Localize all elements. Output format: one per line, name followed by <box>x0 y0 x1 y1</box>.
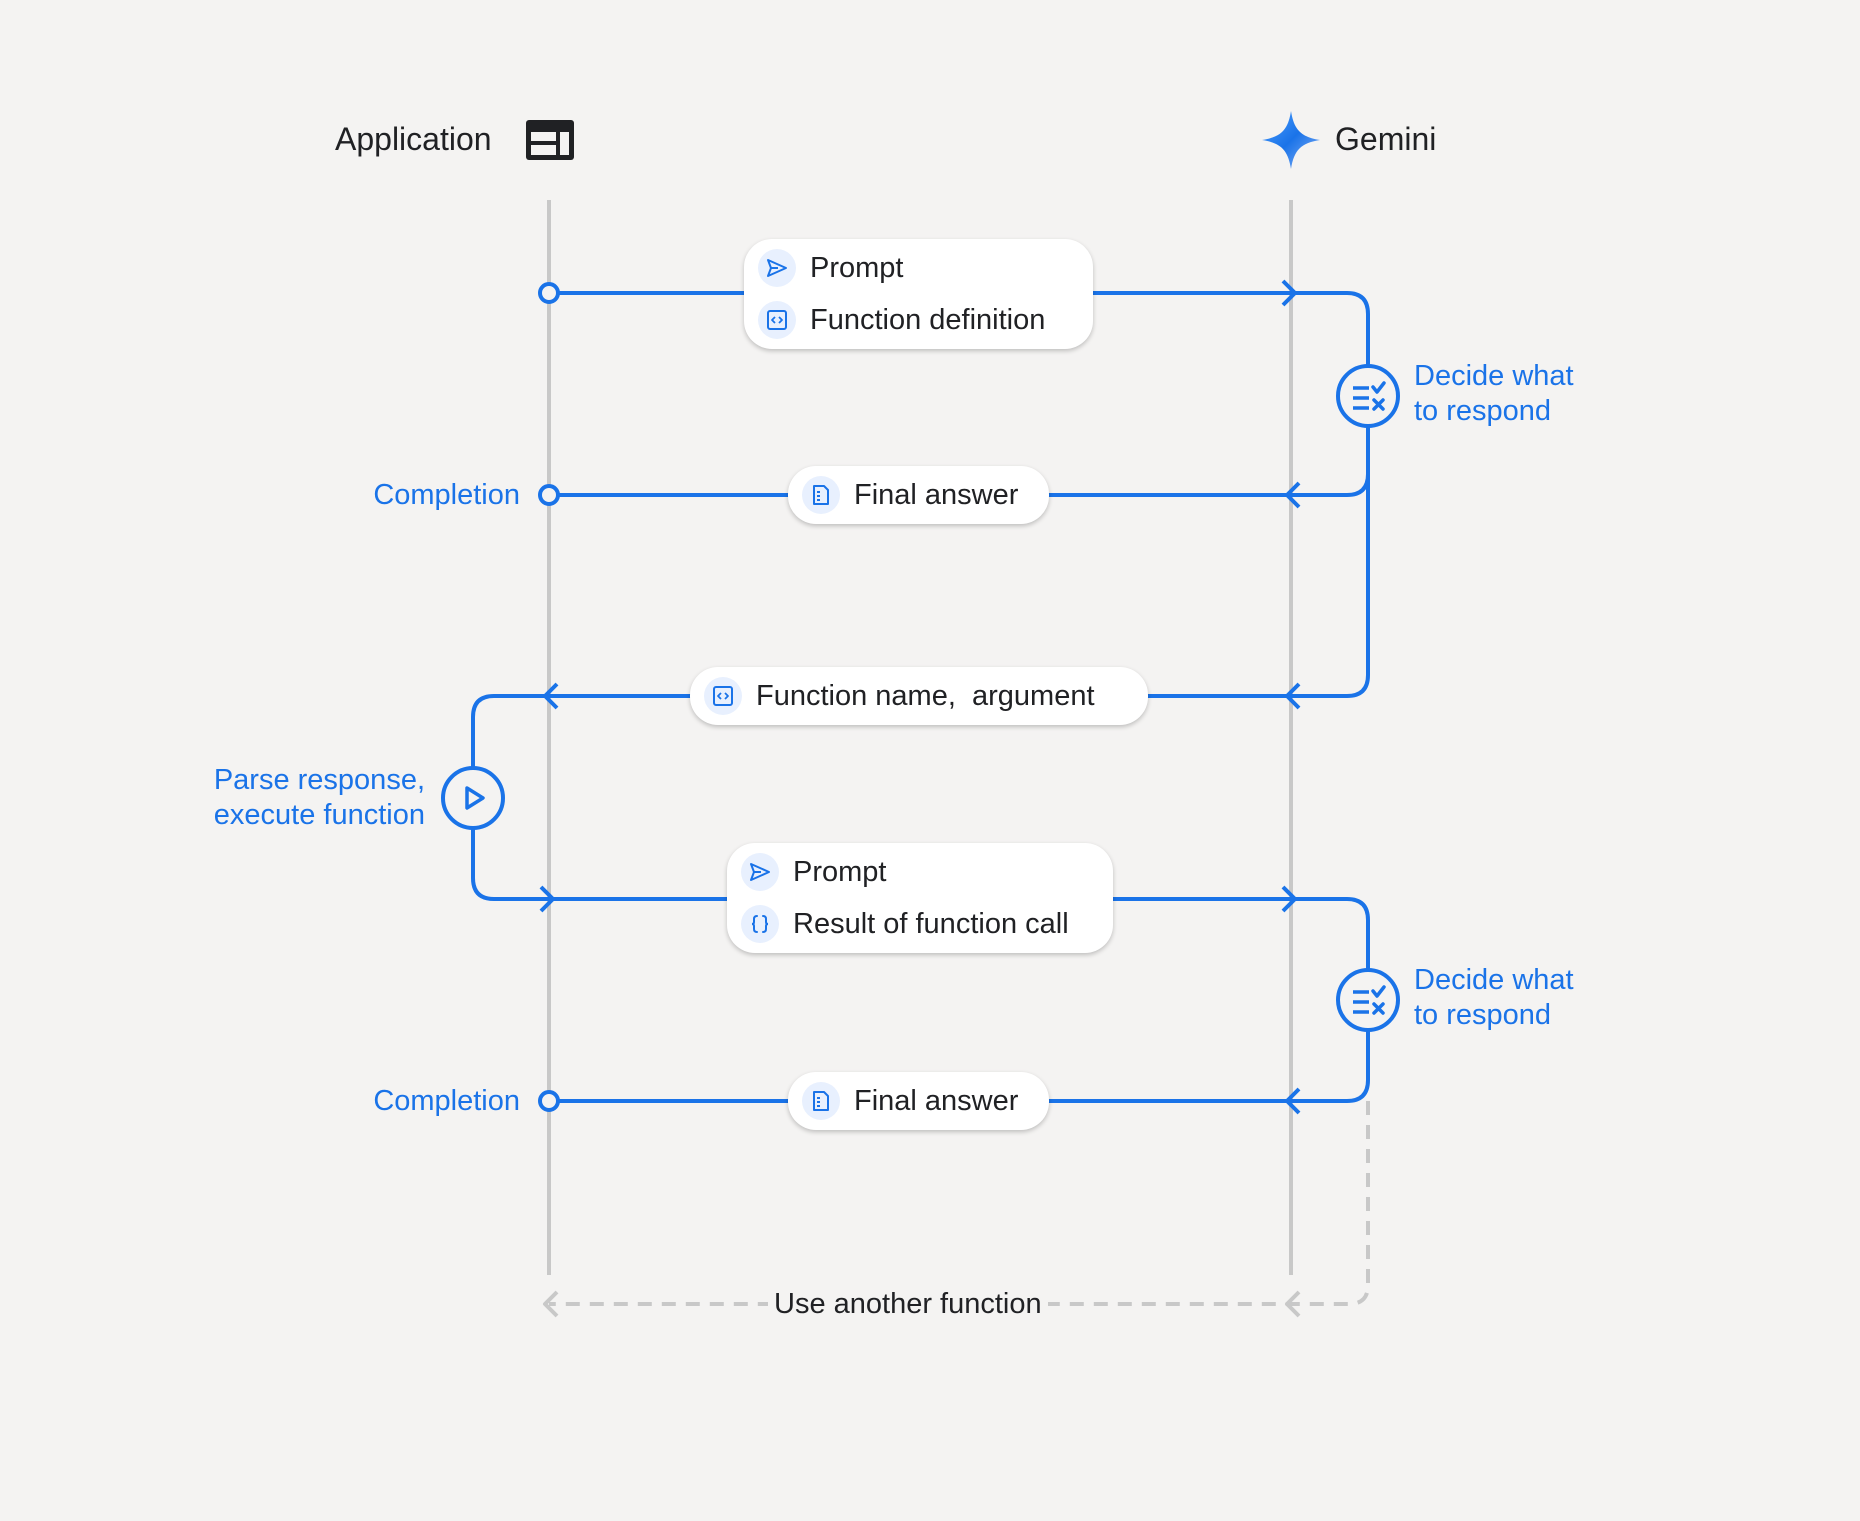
use-another-function-label: Use another function <box>768 1287 1048 1321</box>
start-dot-1 <box>538 282 560 304</box>
completion-dot-2 <box>538 1090 560 1112</box>
pill-row-prompt-2: Prompt <box>741 846 1087 898</box>
function-name-argument-pill: Function name, argument <box>690 667 1148 725</box>
decide-icon-2 <box>1336 968 1400 1032</box>
arrowhead-right-3 <box>1281 885 1297 913</box>
arrowhead-left-1 <box>1285 481 1301 509</box>
final-answer-pill-2: Final answer <box>788 1072 1049 1130</box>
prompt-function-definition-pill: Prompt Function definition <box>744 239 1093 349</box>
pill-row-prompt: Prompt <box>758 242 1067 294</box>
application-header-label: Application <box>335 121 492 157</box>
use-another-function-loop <box>549 1101 1370 1306</box>
code-icon <box>758 301 796 339</box>
parse-execute-note: Parse response, execute function <box>213 764 425 831</box>
code-icon <box>704 677 742 715</box>
gemini-sparkle-icon <box>1262 111 1320 169</box>
completion-label-2: Completion <box>373 1085 520 1117</box>
send-icon <box>741 853 779 891</box>
pill-row-function-definition: Function definition <box>758 294 1067 346</box>
document-icon <box>802 1082 840 1120</box>
decide-loop-1 <box>1291 291 1370 698</box>
send-icon <box>758 249 796 287</box>
arrowhead-left-3 <box>543 682 559 710</box>
pill-row-final-answer-1: Final answer <box>802 469 1023 521</box>
final-answer-pill-1: Final answer <box>788 466 1049 524</box>
execute-play-icon <box>441 766 505 830</box>
pill-row-function-name-argument: Function name, argument <box>704 670 1122 722</box>
completion-label-1: Completion <box>373 479 520 511</box>
decide-loop-1-to-final <box>1291 473 1370 497</box>
decide-note-2: Decide what to respond <box>1414 964 1574 1031</box>
arrowhead-left-4 <box>1285 1087 1301 1115</box>
arrowhead-left-dashed-2 <box>543 1290 559 1318</box>
decide-note-1: Decide what to respond <box>1414 360 1574 427</box>
document-icon <box>802 476 840 514</box>
prompt-result-pill: Prompt Result of function call <box>727 843 1113 953</box>
gemini-header-label: Gemini <box>1335 121 1437 157</box>
arrowhead-left-dashed-1 <box>1285 1290 1301 1318</box>
curly-braces-icon <box>741 905 779 943</box>
pill-row-result: Result of function call <box>741 898 1087 950</box>
arrowhead-right-2 <box>539 885 555 913</box>
completion-dot-1 <box>538 484 560 506</box>
arrowhead-left-2 <box>1285 682 1301 710</box>
pill-row-final-answer-2: Final answer <box>802 1075 1023 1127</box>
arrowhead-right-1 <box>1281 279 1297 307</box>
decide-icon-1 <box>1336 364 1400 428</box>
browser-window-icon <box>526 120 574 160</box>
